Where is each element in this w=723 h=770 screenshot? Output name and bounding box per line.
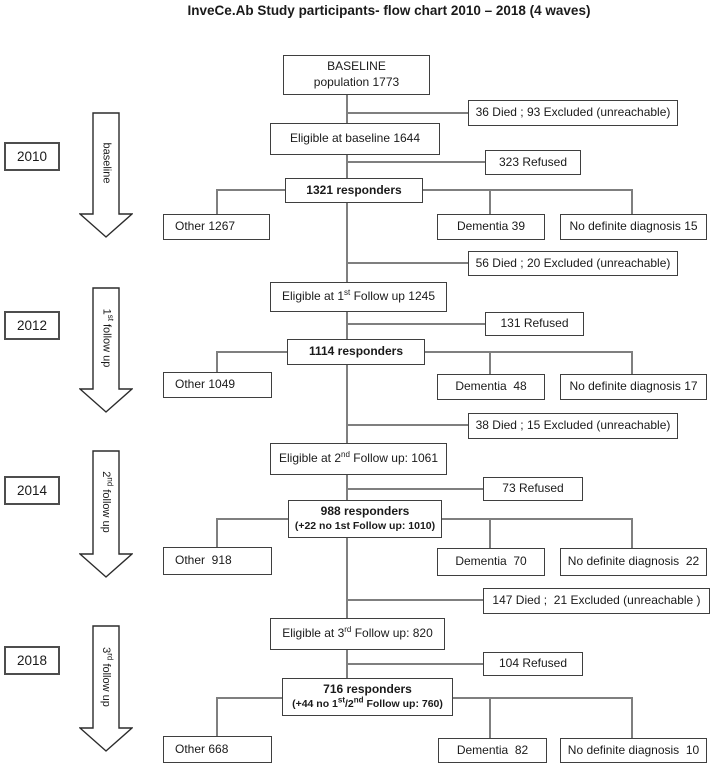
year-box-2010: 2010 bbox=[4, 142, 60, 171]
no-diagnosis-box-2012: No definite diagnosis 17 bbox=[560, 374, 707, 400]
connector-line bbox=[216, 351, 218, 372]
other-box-2014: Other 918 bbox=[163, 547, 272, 575]
died-excluded-box-2014: 38 Died ; 15 Excluded (unreachable) bbox=[468, 413, 678, 439]
other-box-2010: Other 1267 bbox=[163, 214, 270, 240]
connector-line bbox=[216, 518, 218, 547]
responders-box-2018: 716 responders (+44 no 1st/2nd Follow up… bbox=[282, 678, 453, 716]
baseline-line1: BASELINE bbox=[327, 59, 386, 74]
connector-line bbox=[216, 518, 288, 520]
died-excluded-box-2018: 147 Died ; 21 Excluded (unreachable ) bbox=[483, 588, 710, 614]
connector-line bbox=[347, 599, 483, 601]
arrow-label-1st-follow-up: 1st follow up bbox=[100, 308, 115, 368]
connector-line bbox=[489, 351, 491, 374]
died-excluded-box-2012: 56 Died ; 20 Excluded (unreachable) bbox=[468, 251, 678, 276]
connector-line bbox=[216, 189, 218, 214]
connector-line bbox=[347, 161, 485, 163]
dementia-box-2010: Dementia 39 bbox=[437, 214, 545, 240]
arrow-label-baseline: baseline bbox=[99, 142, 112, 184]
no-diagnosis-box-2018: No definite diagnosis 10 bbox=[560, 738, 707, 763]
down-arrow-icon bbox=[79, 112, 133, 238]
down-arrow-icon bbox=[79, 287, 133, 413]
connector-line bbox=[631, 697, 633, 738]
no-diagnosis-box-2010: No definite diagnosis 15 bbox=[560, 214, 707, 240]
connector-line bbox=[631, 351, 633, 374]
down-arrow-icon bbox=[79, 625, 133, 752]
eligible-box-2010: Eligible at baseline 1644 bbox=[270, 123, 440, 155]
year-box-2012: 2012 bbox=[4, 311, 60, 340]
dementia-box-2014: Dementia 70 bbox=[437, 548, 545, 576]
dementia-box-2018: Dementia 82 bbox=[438, 738, 547, 763]
connector-line bbox=[631, 518, 633, 548]
connector-line bbox=[489, 518, 491, 548]
eligible-box-2014: Eligible at 2nd Follow up: 1061 bbox=[270, 443, 447, 475]
arrow-label-3rd-follow-up: 3rd follow up bbox=[100, 646, 115, 707]
refused-box-2018: 104 Refused bbox=[483, 652, 583, 676]
dementia-box-2012: Dementia 48 bbox=[437, 374, 545, 400]
connector-line bbox=[346, 155, 348, 179]
connector-line bbox=[423, 189, 633, 191]
eligible-box-2012: Eligible at 1st Follow up 1245 bbox=[270, 282, 447, 312]
refused-box-2012: 131 Refused bbox=[485, 312, 584, 336]
connector-line bbox=[347, 663, 483, 665]
died-excluded-box-2010: 36 Died ; 93 Excluded (unreachable) bbox=[468, 100, 678, 126]
connector-line bbox=[425, 351, 633, 353]
eligible-box-2018: Eligible at 3rd Follow up: 820 bbox=[270, 618, 445, 650]
connector-line bbox=[347, 424, 468, 426]
year-label: 2014 bbox=[16, 483, 48, 498]
connector-line bbox=[442, 518, 633, 520]
connector-line bbox=[216, 697, 282, 699]
connector-line bbox=[347, 323, 485, 325]
connector-line bbox=[346, 203, 348, 283]
year-label: 2018 bbox=[16, 653, 48, 668]
other-box-2012: Other 1049 bbox=[163, 372, 272, 398]
connector-line bbox=[346, 95, 348, 124]
refused-box-2014: 73 Refused bbox=[483, 477, 583, 501]
other-box-2018: Other 668 bbox=[163, 736, 272, 763]
year-label: 2012 bbox=[16, 318, 48, 333]
baseline-line2: population 1773 bbox=[313, 75, 400, 89]
connector-line bbox=[216, 189, 285, 191]
connector-line bbox=[347, 488, 483, 490]
refused-box-2010: 323 Refused bbox=[485, 150, 581, 175]
year-label: 2010 bbox=[16, 149, 48, 164]
year-box-2018: 2018 bbox=[4, 646, 60, 675]
connector-line bbox=[346, 365, 348, 444]
year-box-2014: 2014 bbox=[4, 476, 60, 505]
connector-line bbox=[216, 351, 287, 353]
connector-line bbox=[347, 112, 468, 114]
responders-box-2012: 1114 responders bbox=[287, 339, 425, 365]
arrow-label-2nd-follow-up: 2nd follow up bbox=[100, 471, 115, 533]
connector-line bbox=[347, 262, 468, 264]
baseline-population-box: BASELINE population 1773 bbox=[283, 55, 430, 95]
connector-line bbox=[346, 312, 348, 340]
connector-line bbox=[489, 697, 491, 738]
responders-box-2014: 988 responders (+22 no 1st Follow up: 10… bbox=[288, 500, 442, 538]
connector-line bbox=[346, 538, 348, 619]
no-diagnosis-box-2014: No definite diagnosis 22 bbox=[560, 548, 707, 576]
connector-line bbox=[216, 697, 218, 736]
responders-box-2010: 1321 responders bbox=[285, 178, 423, 203]
down-arrow-icon bbox=[79, 450, 133, 578]
chart-title: InveCe.Ab Study participants- flow chart… bbox=[187, 3, 591, 18]
connector-line bbox=[453, 697, 633, 699]
connector-line bbox=[631, 189, 633, 214]
connector-line bbox=[489, 189, 491, 214]
